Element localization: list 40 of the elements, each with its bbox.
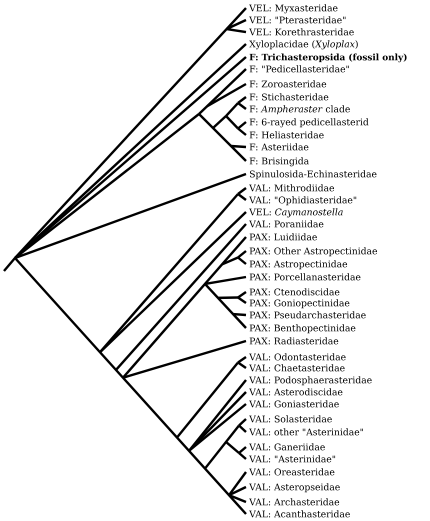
taxon-label: VAL: Acanthasteridae <box>249 510 350 518</box>
taxon-label: F: "Pedicellasteridae" <box>250 65 349 72</box>
taxon-label: F: Brisingida <box>250 157 309 166</box>
taxon-label: VAL: Podosphaerasteridae <box>249 376 372 386</box>
taxon-label: VAL: "Asterinidae" <box>249 455 336 462</box>
taxon-label: VAL: Oreasteridae <box>249 468 334 476</box>
taxon-label: VEL: Korethrasteridae <box>249 28 354 36</box>
taxon-label: VAL: "Ophidiasteridae" <box>249 196 356 206</box>
taxon-label: Xyloplacidae (Xyloplax) <box>249 40 358 50</box>
taxon-label: PAX: Luidiidae <box>250 233 317 240</box>
taxon-label: VEL: "Pterasteridae" <box>249 16 346 24</box>
taxon-label: F: Ampheraster clade <box>250 105 350 114</box>
taxon-label: VAL: Ganeriidae <box>249 443 325 450</box>
taxon-label: F: Zoroasteridae <box>250 80 326 88</box>
taxon-label: PAX: Radiasteridae <box>250 337 338 344</box>
taxon-label: VEL: Myxasteridae <box>249 4 338 14</box>
taxon-label: VAL: Mithrodiidae <box>249 184 334 192</box>
taxon-label: PAX: Benthopectinidae <box>250 324 356 334</box>
taxon-label: PAX: Ctenodiscidae <box>250 288 340 296</box>
taxon-label: PAX: Astropectinidae <box>250 260 348 270</box>
taxon-label: VEL: Caymanostella <box>249 208 343 218</box>
taxon-label: VAL: Solasteridae <box>249 415 332 422</box>
taxon-label: F: Stichasteridae <box>250 93 328 100</box>
taxon-label: PAX: Porcellanasteridae <box>250 273 360 280</box>
taxon-label: VAL: other "Asterinidae" <box>249 428 363 436</box>
taxon-label: VAL: Asterodiscidae <box>249 388 342 396</box>
taxon-label: VAL: Archasteridae <box>249 498 340 506</box>
taxon-label: F: Heliasteridae <box>250 131 324 138</box>
taxon-label: F: 6-rayed pedicellasterid <box>250 118 369 128</box>
taxon-label: PAX: Other Astropectinidae <box>250 247 378 256</box>
taxon-label: F: Asteriidae <box>250 143 308 150</box>
taxon-label: VAL: Odontasteridae <box>249 353 346 360</box>
taxon-label: VAL: Goniasteridae <box>249 400 339 408</box>
taxon-label: F: Trichasteropsida (fossil only) <box>250 54 407 62</box>
taxon-label: VAL: Chaetasteridae <box>249 364 345 372</box>
taxon-label: PAX: Pseudarchasteridae <box>250 311 366 318</box>
taxon-label: VAL: Poraniidae <box>249 220 324 228</box>
taxon-label: Spinulosida-Echinasteridae <box>250 170 376 180</box>
taxon-label: VAL: Asteropseidae <box>249 483 340 492</box>
taxon-label: PAX: Goniopectinidae <box>250 299 350 308</box>
